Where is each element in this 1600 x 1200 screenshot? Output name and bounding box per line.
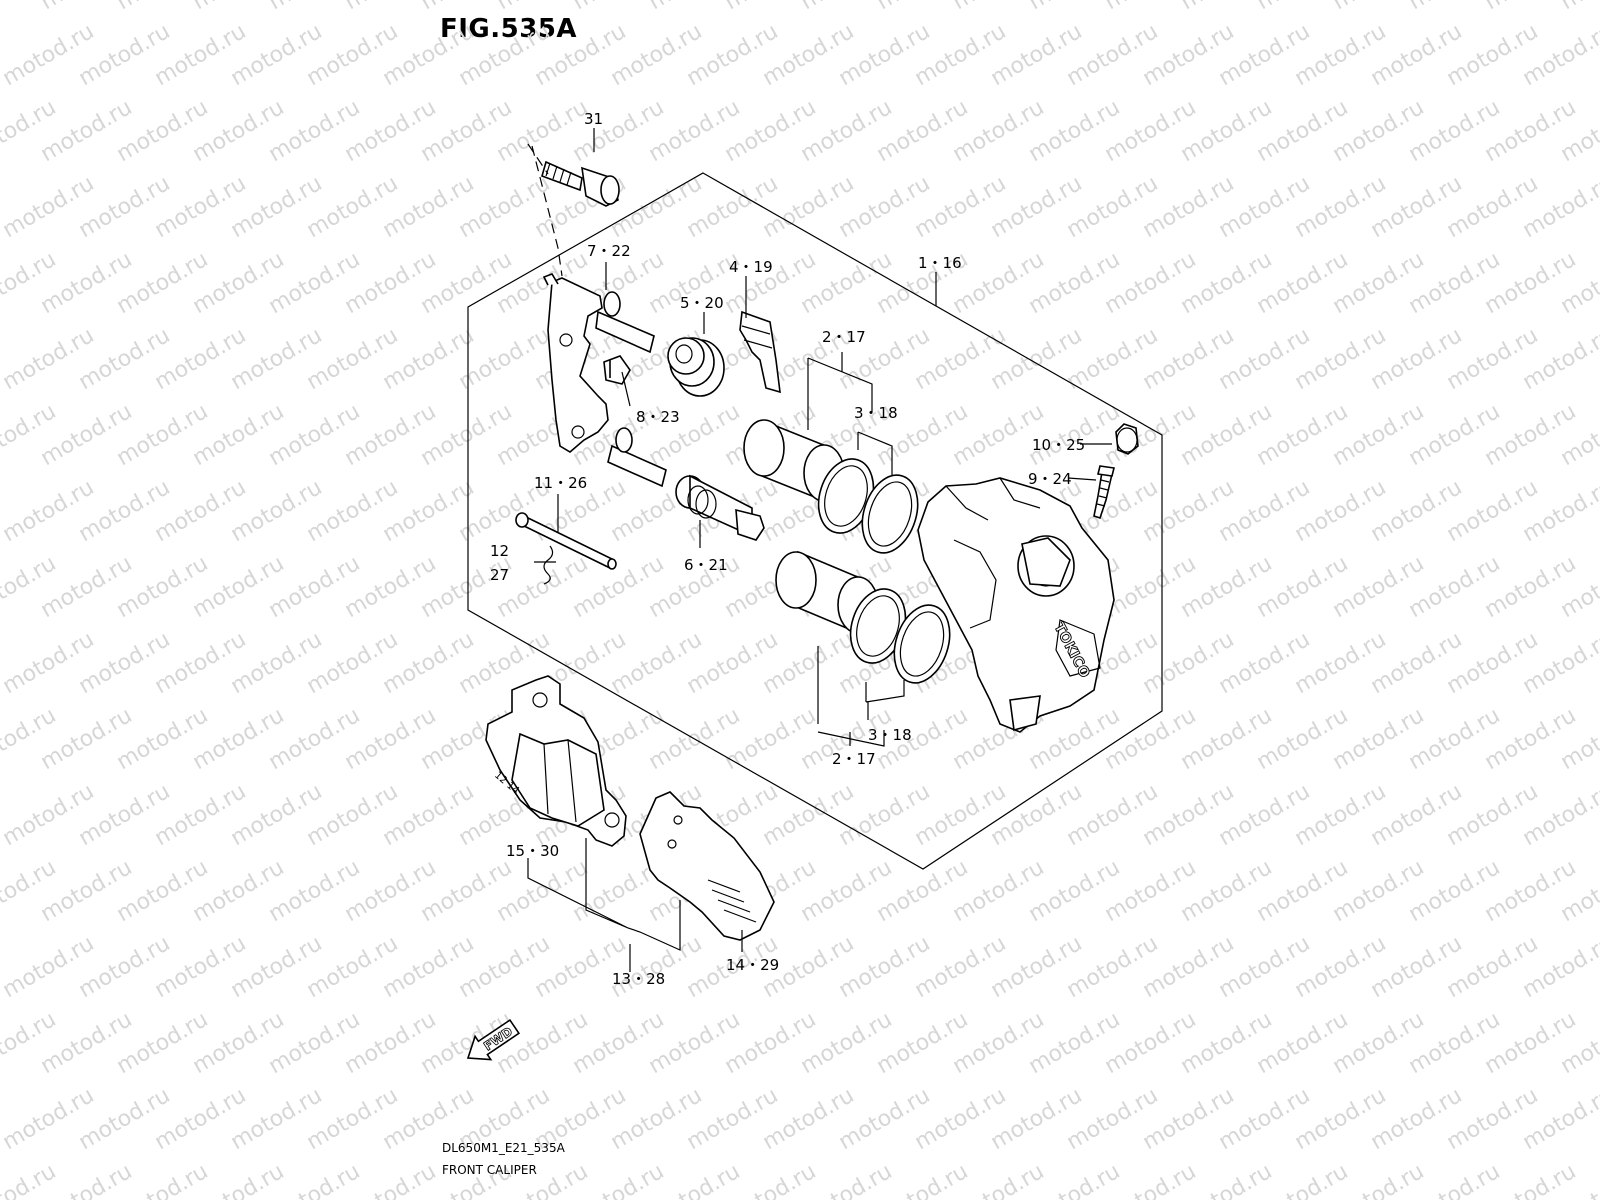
label-5-20: 5・20 <box>680 294 724 312</box>
figure-title: FIG.535A <box>440 14 578 44</box>
watermark-text: motod.ru <box>0 1159 60 1200</box>
part-31-bolt <box>541 160 620 207</box>
watermark-text: motod.ru <box>1557 0 1600 15</box>
label-1-16: 1・16 <box>918 254 962 272</box>
assembly-boundary <box>467 172 1163 870</box>
label-3-18-top: 3・18 <box>854 404 898 422</box>
label-12: 12 <box>490 542 509 560</box>
part-10-bleeder-cap <box>1115 423 1139 455</box>
part-labels: 31 7・22 4・19 5・20 1・16 2・17 8・23 3・18 10… <box>490 110 1085 988</box>
part-3-seals-upper <box>817 458 919 554</box>
part-11-pad-pin <box>515 512 617 570</box>
part-12-pin-clip <box>543 545 554 585</box>
label-8-23: 8・23 <box>636 408 680 426</box>
part-3-seals-lower <box>849 588 951 684</box>
label-13-28: 13・28 <box>612 970 665 988</box>
label-6-21: 6・21 <box>684 556 728 574</box>
label-2-17-top: 2・17 <box>822 328 866 346</box>
part-1-caliper-body: TOKICO <box>917 477 1115 733</box>
label-11-26: 11・26 <box>534 474 587 492</box>
label-27: 27 <box>490 566 509 584</box>
label-9-24: 9・24 <box>1028 470 1072 488</box>
label-14-29: 14・29 <box>726 956 779 974</box>
part-5-boot <box>667 337 725 397</box>
label-4-19: 4・19 <box>729 258 773 276</box>
label-10-25: 10・25 <box>1032 436 1085 454</box>
label-2-17-bottom: 2・17 <box>832 750 876 768</box>
part-6-sleeve <box>675 474 765 541</box>
part-9-bleeder-screw <box>1093 465 1115 520</box>
part-4-pad-spring <box>739 310 781 394</box>
figure-name: FRONT CALIPER <box>442 1163 537 1177</box>
leader-lines <box>527 128 1112 972</box>
part-7-bracket <box>542 273 667 488</box>
part-14-pad-shim <box>639 791 775 941</box>
figure-code: DL650M1_E21_535A <box>442 1141 565 1155</box>
label-31: 31 <box>584 110 603 128</box>
label-7-22: 7・22 <box>587 242 631 260</box>
label-3-18-bottom: 3・18 <box>868 726 912 744</box>
label-15-30: 15・30 <box>506 842 559 860</box>
